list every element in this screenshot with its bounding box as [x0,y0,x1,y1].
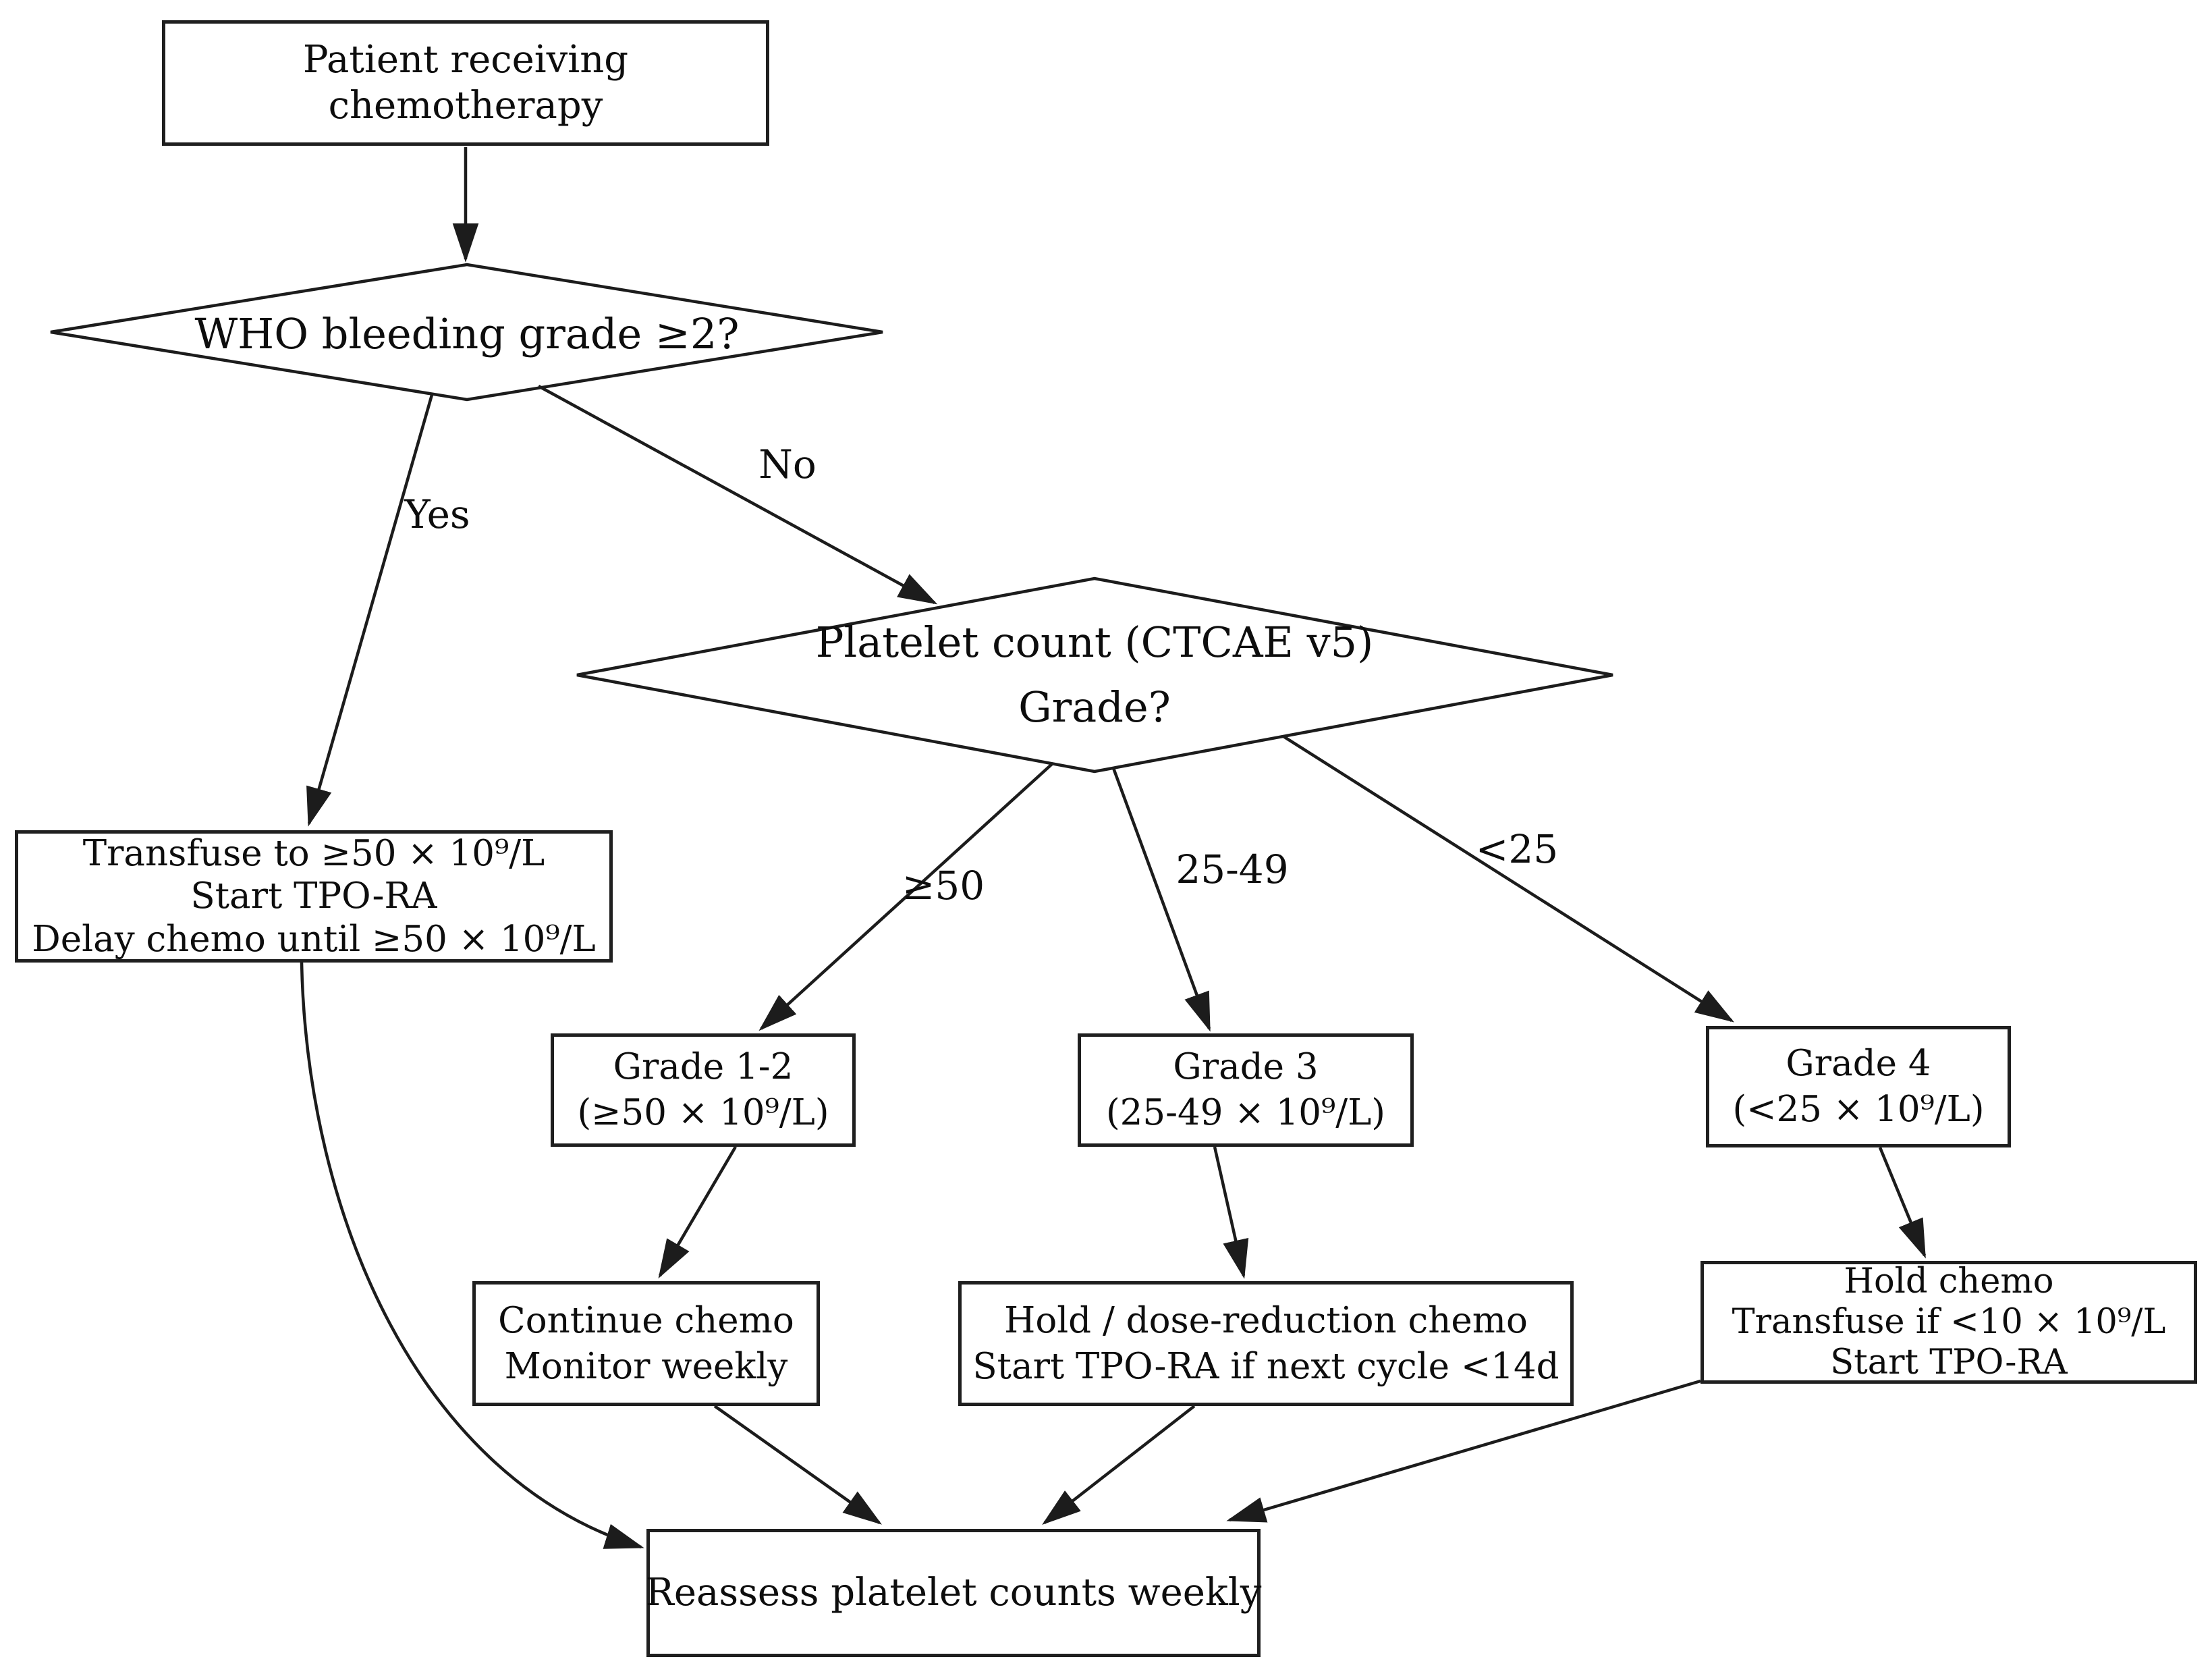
node-transfuse-start-tpora: Transfuse to ≥50 × 10⁹/L Start TPO-RA De… [15,830,613,963]
decision-diamond-who-bleeding [50,263,883,402]
node-hold-dose-line: Start TPO-RA if next cycle <14d [972,1345,1559,1387]
edge-continue-to-reassess [713,1405,882,1525]
edge-grade12-to-continue [658,1145,737,1279]
node-who-bleeding-decision: WHO bleeding grade ≥2? [135,307,799,361]
node-continue-chemo-line: Monitor weekly [504,1345,788,1387]
node-patient-line: chemotherapy [328,84,603,128]
node-hold-dose-line: Hold / dose-reduction chemo [1004,1299,1528,1341]
node-platelet-grade-line: Platelet count (CTCAE v5) [815,617,1374,667]
edge-label-yes: Yes [404,491,470,537]
node-transfuse-line: Start TPO-RA [190,875,437,917]
edge-grade4-to-holdchemo [1878,1147,1927,1259]
node-grade-1-2: Grade 1-2 (≥50 × 10⁹/L) [551,1033,856,1147]
node-transfuse-line: Delay chemo until ≥50 × 10⁹/L [32,918,596,960]
node-grade-4-line: Grade 4 [1786,1043,1931,1085]
decision-diamond-platelet-grade [576,576,1613,774]
edge-who-bleeding-yes-to-transfuse [306,394,434,827]
edge-platelet-grade-ge50-to-grade12 [758,762,1054,1031]
node-patient-receiving-chemotherapy: Patient receiving chemotherapy [162,20,769,146]
node-reassess-weekly: Reassess platelet counts weekly [646,1529,1261,1657]
node-grade-3: Grade 3 (25-49 × 10⁹/L) [1078,1033,1414,1147]
node-grade-4-line: (<25 × 10⁹/L) [1732,1089,1985,1130]
node-hold-chemo-line: Transfuse if <10 × 10⁹/L [1732,1301,2166,1342]
node-continue-chemo-line: Continue chemo [498,1299,794,1341]
node-platelet-grade-decision: Platelet count (CTCAE v5) Grade? [690,606,1499,744]
node-transfuse-line: Transfuse to ≥50 × 10⁹/L [82,832,545,874]
node-grade-1-2-line: (≥50 × 10⁹/L) [577,1092,829,1133]
node-grade-3-line: (25-49 × 10⁹/L) [1106,1092,1385,1133]
edge-label-25-49: 25-49 [1176,846,1289,892]
node-hold-dose-reduction: Hold / dose-reduction chemo Start TPO-RA… [958,1281,1574,1406]
edge-who-bleeding-no-to-platelet-grade [537,385,938,605]
node-hold-chemo-line: Hold chemo [1844,1261,2054,1301]
edge-label-no: No [758,441,817,487]
node-patient-line: Patient receiving [302,37,629,82]
edge-label-lt25: <25 [1475,826,1559,872]
node-platelet-grade-line: Grade? [1018,682,1171,732]
node-who-bleeding-line: WHO bleeding grade ≥2? [194,309,740,359]
edge-platelet-grade-lt25-to-grade4 [1282,735,1735,1023]
edge-holdchemo-to-reassess [1226,1379,1701,1523]
edge-transfuse-to-reassess-curve [300,962,644,1549]
node-reassess-line: Reassess platelet counts weekly [645,1571,1262,1615]
edge-holddose-to-reassess [1042,1405,1196,1525]
node-grade-3-line: Grade 3 [1173,1046,1319,1088]
node-continue-chemo: Continue chemo Monitor weekly [472,1281,820,1406]
edge-platelet-grade-2549-to-grade3 [1111,767,1211,1032]
node-hold-chemo-line: Start TPO-RA [1830,1343,2068,1383]
edge-grade3-to-holddose [1213,1146,1249,1279]
node-hold-chemo: Hold chemo Transfuse if <10 × 10⁹/L Star… [1701,1261,2197,1384]
node-grade-1-2-line: Grade 1-2 [613,1046,794,1088]
edge-label-ge50: ≥50 [902,863,985,909]
node-grade-4: Grade 4 (<25 × 10⁹/L) [1706,1026,2011,1147]
